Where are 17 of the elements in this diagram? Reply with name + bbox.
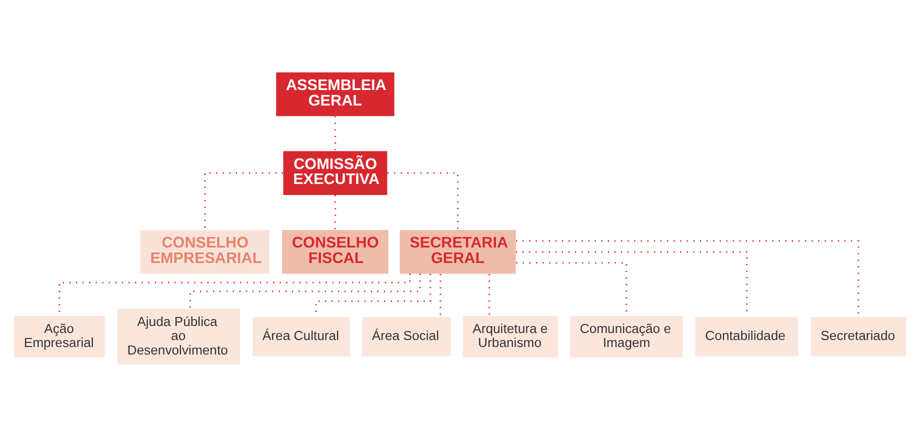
node-box: Contabilidade <box>694 316 798 356</box>
node-box: Área Social <box>362 316 450 356</box>
connector <box>188 273 420 308</box>
node-box: ASSEMBLEIA GERAL <box>276 72 394 116</box>
node-box: Área Cultural <box>252 316 350 356</box>
connector <box>204 172 282 230</box>
connector <box>516 240 859 316</box>
connector <box>387 172 458 230</box>
node-box: Comunicação e Imagem <box>570 315 682 357</box>
node-box: Secretariado <box>810 316 906 356</box>
node-box: Arquitetura e Urbanismo <box>462 315 558 357</box>
node-box: CONSELHO EMPRESARIAL <box>140 230 270 274</box>
node-box: CONSELHO FISCAL <box>282 230 388 274</box>
node-box: COMISSÃO EXECUTIVA <box>282 150 387 194</box>
node-box: SECRETARIA GERAL <box>399 230 516 274</box>
node-box: Ação Empresarial <box>13 315 104 357</box>
node-box: Ajuda Pública ao Desenvolvimento <box>116 308 240 364</box>
